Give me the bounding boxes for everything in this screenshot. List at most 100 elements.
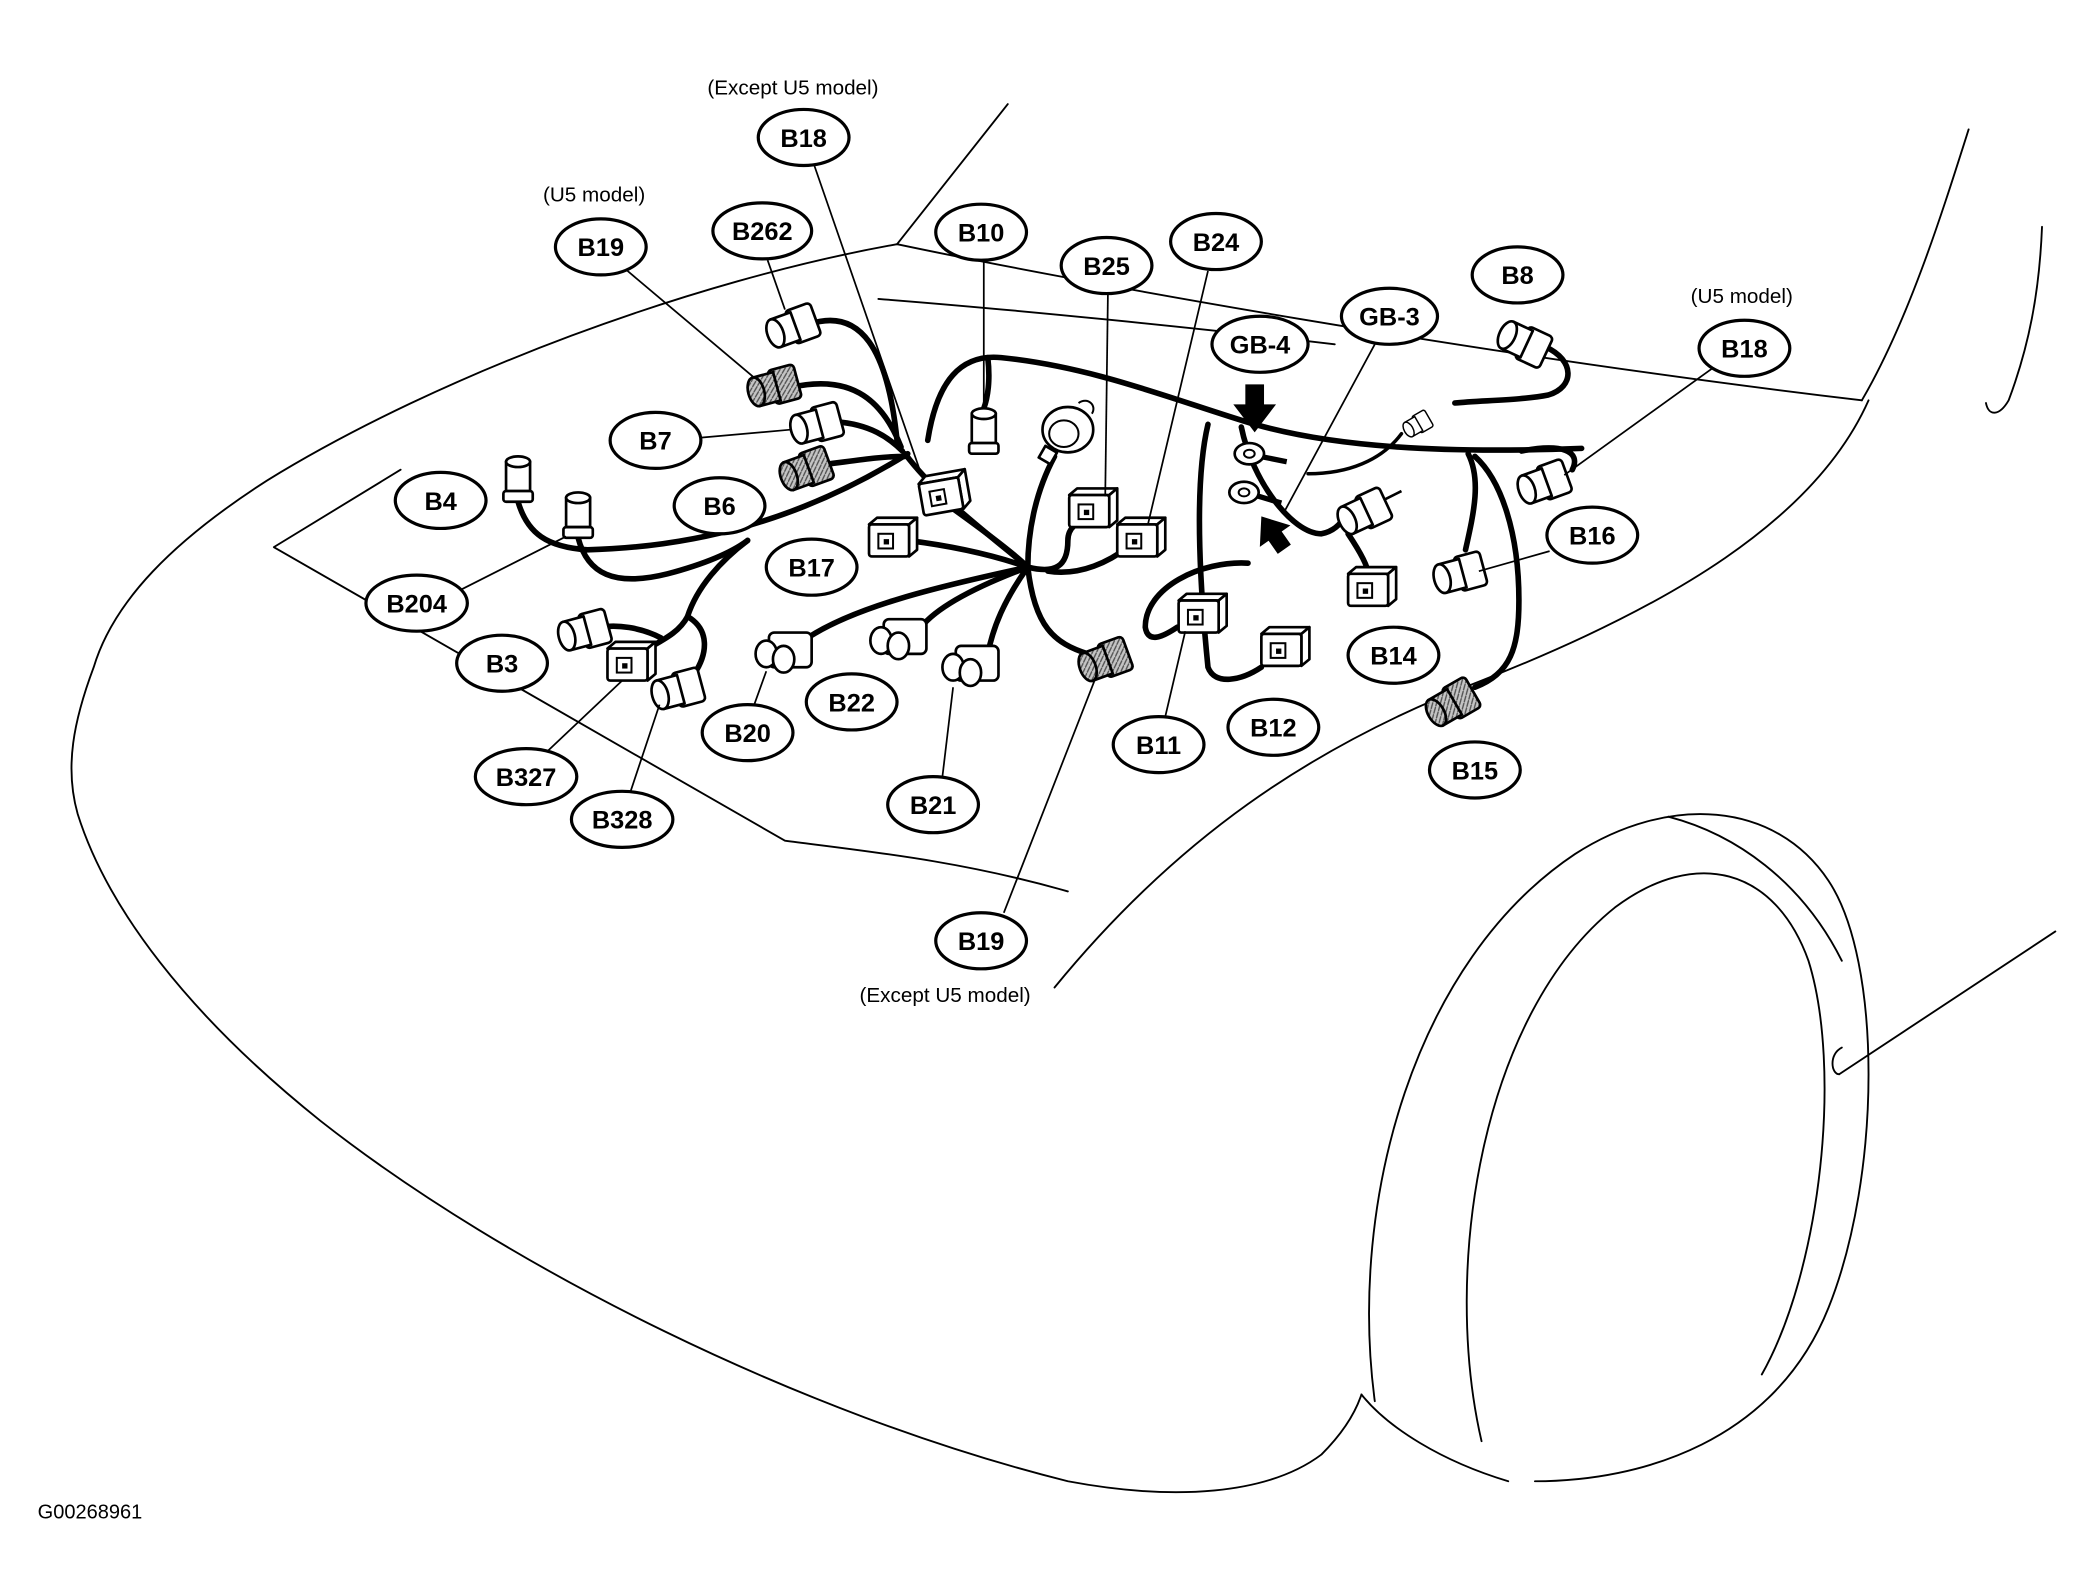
leader-b20 [753,670,768,705]
connectors [502,301,1575,733]
harness-b16-branch [1462,450,1479,553]
leader-b11 [1164,631,1187,717]
leader-b19-except-u5 [1002,680,1096,914]
harness-pump-branch [1025,453,1058,570]
sensor-connector [1331,485,1403,541]
callout-b16: B16 [1545,505,1640,565]
connector-b12 [1260,625,1311,668]
connector-b18-u5 [1511,457,1575,510]
note-left-u5: (U5 model) [543,184,645,207]
callout-bubble [1226,697,1321,757]
ground-terminal-gb4 [1233,441,1288,466]
callout-label: B10 [958,220,1005,248]
callout-bubble [1346,625,1441,685]
note-top-except-u5: (Except U5 model) [707,77,878,100]
callout-bubble [473,747,579,807]
harness-b7-branch [832,418,906,454]
harness-b3-branch [640,537,751,655]
connector-b262 [760,301,823,354]
callout-bubble [608,410,703,470]
harness-b17-branch [904,537,1031,570]
harness-b4-branch [575,534,751,582]
callout-bubble [1059,235,1154,296]
callout-b262: B262 [711,201,814,261]
leader-b327 [546,679,623,752]
callout-label: B16 [1569,522,1616,550]
figure-id: G00268961 [38,1502,143,1524]
callout-label: B15 [1452,757,1499,785]
callout-b19-except-u5: B19 [934,911,1029,971]
connector-b7 [785,400,847,450]
callout-label: B204 [386,591,447,619]
harness-b8-branch [1452,344,1571,406]
harness-b18-branch [951,506,1031,570]
side-mirror-line [1985,225,2043,414]
callout-bubble [672,476,767,536]
connector-b19-except-u5 [1072,634,1136,688]
connector-b18-except-u5 [916,467,973,517]
harness-b22-branch [918,564,1031,630]
leader-gb3 [1284,343,1376,511]
callout-label: B262 [732,218,793,246]
connector-b327 [606,640,657,682]
connector-b10 [967,407,1000,456]
leader-b25 [1104,294,1109,497]
callout-bubble [1545,505,1640,565]
harness-top [924,354,1585,453]
callout-label: B6 [703,493,735,521]
callout-b8: B8 [1470,245,1565,305]
callout-label: B19 [958,928,1005,956]
harness-main-left [515,450,911,553]
harness-b20-branch [804,564,1031,641]
connector-b14 [1346,565,1398,608]
callout-label: B21 [910,792,957,820]
leader-b7 [699,428,791,439]
callout-label: B328 [592,807,653,835]
leader-b16 [1478,550,1550,572]
callout-b3: B3 [455,633,550,693]
fender-crease-line [1053,399,1870,989]
callout-b204: B204 [364,573,469,633]
callout-label: B18 [1721,336,1768,364]
callout-bubble [1427,740,1522,800]
callout-bubble [1210,314,1310,374]
callout-b17: B17 [764,537,859,597]
callout-gb4: GB-4 [1210,314,1310,374]
harness-b11-branch [1142,560,1251,641]
a-pillar-left-line [896,103,1009,246]
callout-bubble [700,702,795,763]
connector-b11 [1177,592,1228,634]
callout-bubble [1339,286,1440,346]
callout-b4: B4 [393,470,488,531]
connector-b24 [1115,516,1167,558]
leader-lines [460,165,1713,914]
harness-b10-drop [980,354,992,412]
callout-bubble [455,633,550,693]
callout-bubble [364,573,469,633]
callout-label: B11 [1136,732,1181,760]
cowl-line [896,243,1863,402]
connector-b6 [773,443,837,497]
tire-inner [1465,872,1826,1443]
callout-bubble [886,775,981,835]
connector-b20 [754,631,813,674]
callout-bubble [1111,715,1206,775]
fender-lower-line-2 [1831,1046,1843,1076]
callout-label: B7 [639,428,671,456]
callout-label: B20 [724,720,771,748]
callout-label: B25 [1083,253,1130,281]
callout-gb3: GB-3 [1339,286,1440,346]
leader-b24 [1147,270,1209,525]
callout-label: B24 [1193,229,1240,257]
leader-b21 [941,687,954,777]
wheel-arch-line [1667,815,1843,962]
callout-b327: B327 [473,747,579,807]
bolt-connector [1399,408,1435,441]
harness-b15-branch [1472,453,1522,691]
callout-b15: B15 [1427,740,1522,800]
callout-label: B18 [780,125,827,153]
callout-label: GB-4 [1230,332,1291,360]
callout-b11: B11 [1111,715,1206,775]
callout-bubble [756,107,851,168]
harness-b18-u5-branch [1518,445,1578,473]
